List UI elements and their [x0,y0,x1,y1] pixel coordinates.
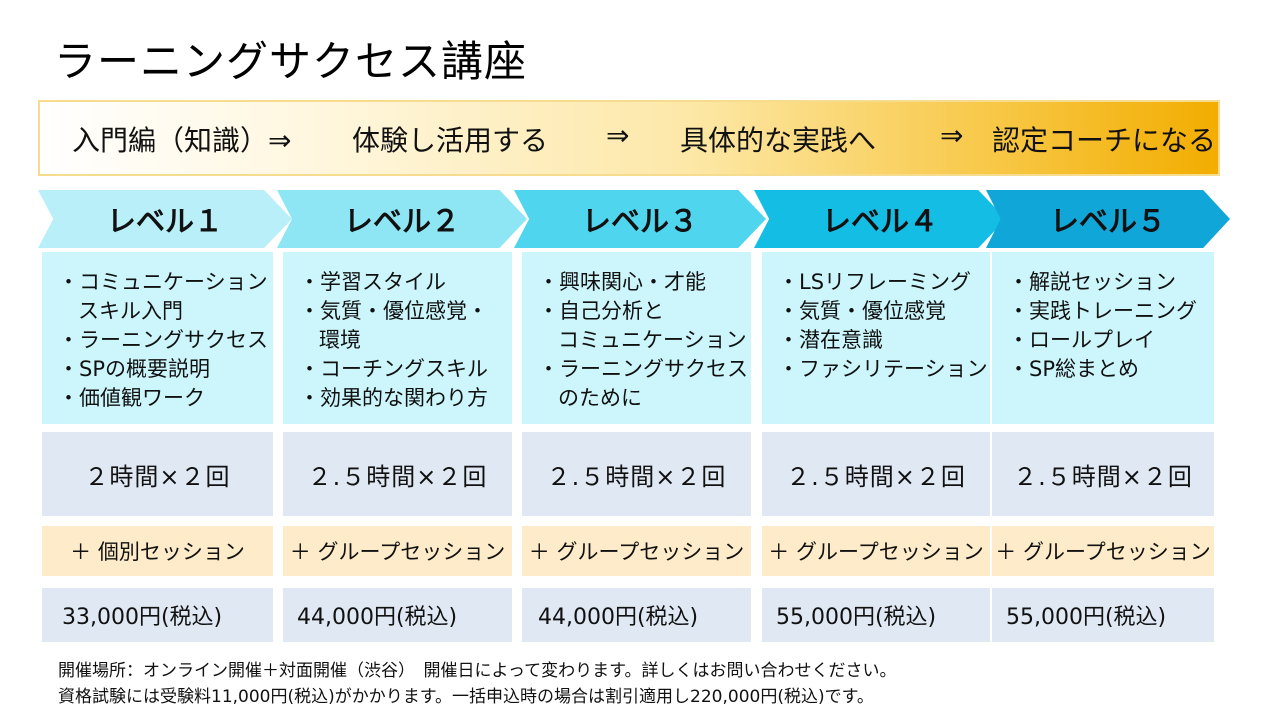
topic-item: 環境 [319,328,361,352]
level-2-session: ＋ グループセッション [283,526,512,576]
banner-step-3: 具体的な実践へ [680,124,877,157]
topic-item: ・潜在意識 [778,328,883,352]
level-3-header: レベル３ [514,190,766,248]
progress-banner: 入門編（知識）⇒ 体験し活用する ⇒ 具体的な実践へ ⇒ 認定コーチになる [38,100,1220,176]
page-title: ラーニングサクセス講座 [54,37,528,86]
banner-step-2: 体験し活用する [352,124,549,157]
footer-fee-note: 資格試験には受験料11,000円(税込)がかかります。一括申込時の場合は割引適用… [58,687,874,707]
topic-item: コミュニケーション [558,328,747,352]
banner-arrow-2: ⇒ [606,119,630,152]
topic-item: ・解説セッション [1008,270,1176,294]
topic-item: ・コミュニケーション [58,270,268,294]
level-1-duration: ２時間×２回 [42,432,273,516]
topic-item: スキル入門 [78,299,183,323]
level-5-topics: ・解説セッション ・実践トレーニング ・ロールプレイ ・SP総まとめ [992,252,1214,424]
topic-item: ・興味関心・才能 [538,270,706,294]
topic-item: ・気質・優位感覚 [778,299,946,323]
level-1-session: ＋ 個別セッション [42,526,273,576]
topic-item: ・学習スタイル [299,270,446,294]
topic-item: ・LSリフレーミング [778,270,972,294]
level-4-duration: ２.５時間×２回 [762,432,990,516]
topic-item: ・価値観ワーク [58,386,205,410]
banner-arrow-3: ⇒ [940,119,964,152]
topic-item: のために [558,386,642,410]
level-3-session: ＋ グループセッション [522,526,751,576]
topic-item: ・SPの概要説明 [58,357,210,381]
level-3-topics: ・興味関心・才能 ・自己分析と コミュニケーション ・ラーニングサクセス のため… [522,252,751,424]
topic-item: ・効果的な関わり方 [299,386,488,410]
level-3-price: 44,000円(税込) [522,588,751,642]
level-5-price: 55,000円(税込) [992,588,1214,642]
topic-item: ・コーチングスキル [299,357,488,381]
level-4-topics: ・LSリフレーミング ・気質・優位感覚 ・潜在意識 ・ファシリテーション [762,252,990,424]
level-5-session: ＋ グループセッション [992,526,1214,576]
level-1-topics: ・コミュニケーション スキル入門 ・ラーニングサクセス ・SPの概要説明 ・価値… [42,252,273,424]
level-1-header: レベル１ [38,190,292,248]
level-2-topics: ・学習スタイル ・気質・優位感覚・ 環境 ・コーチングスキル ・効果的な関わり方 [283,252,512,424]
level-4-session: ＋ グループセッション [762,526,990,576]
level-1-price: 33,000円(税込) [42,588,273,642]
topic-item: ・ラーニングサクセス [538,357,748,381]
topic-item: ・実践トレーニング [1008,299,1197,323]
level-2-duration: ２.５時間×２回 [283,432,512,516]
level-5-duration: ２.５時間×２回 [992,432,1214,516]
level-2-price: 44,000円(税込) [283,588,512,642]
level-5-header: レベル５ [986,190,1230,248]
banner-step-1: 入門編（知識）⇒ [72,124,292,157]
topic-item: ・ロールプレイ [1008,328,1155,352]
topic-item: ・自己分析と [538,299,664,323]
banner-step-4: 認定コーチになる [992,124,1217,157]
topic-item: ・ラーニングサクセス [58,328,268,352]
level-4-price: 55,000円(税込) [762,588,990,642]
topic-item: ・気質・優位感覚・ [299,299,488,323]
level-2-header: レベル２ [277,190,527,248]
topic-item: ・ファシリテーション [778,357,988,381]
topic-item: ・SP総まとめ [1008,357,1139,381]
level-4-header: レベル４ [754,190,1006,248]
footer-venue-note: 開催場所：オンライン開催＋対面開催（渋谷） 開催日によって変わります。詳しくはお… [58,661,897,681]
level-3-duration: ２.５時間×２回 [522,432,751,516]
